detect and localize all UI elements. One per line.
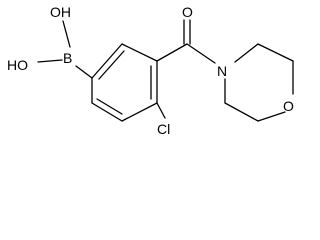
ring-oxygen-label: O	[283, 98, 294, 114]
bond-ring-2	[121, 43, 158, 62]
bond-ch2-ch2-bottom	[224, 102, 259, 122]
bond-o-b-left	[37, 59, 63, 63]
atom-labels: OH HO B O N O Cl	[7, 4, 294, 137]
bond-carbonyl-n	[186, 43, 216, 64]
hydroxyl-left-label: HO	[7, 57, 28, 73]
hydroxyl-top-label: OH	[50, 4, 71, 20]
bond-ring-1	[91, 43, 123, 79]
bond-ring-5-inner	[96, 98, 123, 115]
bond-ring-5	[91, 102, 123, 122]
boron-label: B	[63, 50, 72, 66]
bond-ring-1-inner	[98, 50, 125, 80]
bonds	[37, 19, 294, 122]
bond-o-ch2-bottom	[257, 111, 286, 122]
bond-ring-cl	[156, 102, 166, 119]
carbonyl-oxygen-label: O	[182, 4, 193, 20]
bond-n-ch2-top	[234, 43, 259, 63]
chlorine-label: Cl	[157, 121, 170, 137]
bond-ring-4	[121, 102, 158, 122]
chemical-structure: OH HO B O N O Cl	[7, 4, 294, 137]
bond-ring-carbonyl	[156, 43, 188, 62]
bond-ch2-ch2-top	[257, 43, 294, 62]
bond-b-ring	[75, 65, 93, 79]
amide-nitrogen-label: N	[217, 63, 227, 79]
bond-o-b-top	[62, 20, 71, 48]
